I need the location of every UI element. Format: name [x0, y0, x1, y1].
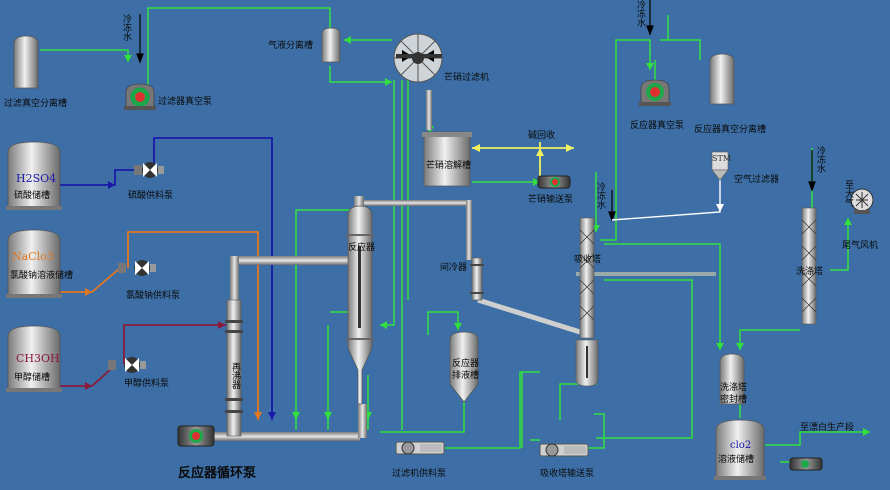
cooling-water-label-1: 冷冻水 [121, 14, 131, 41]
process-pipes [210, 90, 716, 441]
gas-liq-sep-tank[interactable] [321, 27, 341, 63]
methanol-tank[interactable] [6, 325, 62, 392]
to-production-label: 至漂白生产段 [800, 423, 855, 433]
mirabilite-dissolve-label: 芒硝溶解槽 [426, 161, 472, 171]
mirabilite-transfer-pump[interactable] [537, 175, 571, 189]
methanol-feed-pump[interactable] [108, 357, 146, 373]
reactor-circ-pump-label: 反应器循环泵 [178, 466, 257, 481]
methanol-feed-pump-label: 甲醇供料泵 [124, 379, 170, 389]
reactor-vac-sep-tank[interactable] [709, 53, 735, 105]
absorber-tower-label: 吸收塔 [574, 255, 602, 265]
air-filter[interactable] [711, 151, 729, 181]
scrubber-seal-label-1: 洗涤塔 [720, 383, 748, 393]
atmosphere-label: 至大气 [843, 180, 853, 207]
cooling-water-label-4: 冷冻水 [815, 146, 825, 173]
reactor-label: 反应器 [348, 243, 376, 253]
reactor-vac-sep-label: 反应器真空分离槽 [694, 125, 767, 135]
feed-lines [60, 137, 574, 420]
chlorate-feed-pump[interactable] [118, 260, 156, 276]
methanol-tank-label: 甲醇储槽 [14, 373, 51, 383]
sulfuric-feed-pump-label: 硫酸供料泵 [128, 191, 174, 201]
scrubber-seal-tank[interactable] [719, 353, 745, 405]
sulfuric-feed-pump[interactable] [134, 162, 164, 178]
tail-gas-fan[interactable] [850, 188, 874, 214]
h2so4-tank[interactable] [6, 141, 62, 210]
gas-liq-sep-label: 气液分离槽 [268, 41, 314, 51]
reactor-drain-tank[interactable] [449, 331, 479, 403]
reactor-vac-pump[interactable] [639, 79, 671, 106]
clo2-tank[interactable] [714, 419, 766, 480]
reactor-vac-pump-label: 反应器真空泵 [630, 121, 685, 131]
intercooler[interactable] [470, 257, 484, 301]
alkali-recovery-label: 碱回收 [528, 131, 556, 141]
filter-feed-pump[interactable] [395, 441, 445, 455]
stm-tag: STM [712, 154, 732, 163]
reactor[interactable] [346, 196, 374, 405]
absorber-transfer-pump[interactable] [539, 443, 589, 457]
reactor-circ-pump[interactable] [177, 425, 215, 447]
scrubber[interactable] [801, 207, 817, 325]
filter-vac-sep-tank[interactable] [13, 35, 39, 89]
filter-vac-pump-label: 过滤器真空泵 [158, 97, 213, 107]
filter-feed-pump-label: 过滤机供料泵 [392, 469, 447, 479]
clo2-output-pump[interactable] [789, 457, 823, 471]
tail-gas-fan-label: 尾气风机 [842, 241, 879, 251]
clo2-tank-label: 溶液储槽 [718, 455, 755, 465]
scrubber-seal-label-2: 密封槽 [720, 395, 748, 405]
intercooler-label: 间冷器 [440, 263, 468, 273]
h2so4-tank-label: 硫酸储槽 [14, 191, 51, 201]
reboiler-label: 再沸器 [230, 362, 240, 389]
mirabilite-dissolve-tank[interactable] [422, 131, 472, 187]
reactor-drain-label-2: 排液槽 [452, 371, 480, 381]
naclo3-tag: NaClo3 [12, 250, 54, 263]
reactor-drain-label-1: 反应器 [452, 359, 480, 369]
mirabilite-filter-label: 芒硝过滤机 [444, 73, 490, 83]
cooling-water-label-3: 冷冻水 [595, 182, 605, 209]
reboiler[interactable] [225, 299, 243, 437]
chlorate-feed-pump-label: 氯酸钠供料泵 [126, 291, 181, 301]
h2so4-tag: H2SO4 [16, 172, 57, 185]
filter-vac-sep-tank-label: 过滤真空分离槽 [4, 99, 68, 109]
air-filter-label: 空气过滤器 [734, 175, 780, 185]
chlorate-tank[interactable] [6, 229, 62, 298]
mirabilite-transfer-pump-label: 芒硝输送泵 [528, 195, 574, 205]
ch3oh-tag: CH3OH [16, 352, 60, 365]
filter-vac-pump[interactable] [124, 83, 156, 110]
absorber-transfer-pump-label: 吸收塔输送泵 [540, 469, 595, 479]
chlorate-tank-label: 氯酸钠溶液储槽 [10, 271, 74, 281]
cooling-water-label-2: 冷冻水 [635, 0, 645, 27]
absorber-tower[interactable] [575, 217, 599, 387]
mirabilite-filter[interactable] [393, 33, 443, 83]
scrubber-label: 洗涤塔 [796, 267, 824, 277]
clo2-tag: clo2 [730, 440, 752, 451]
